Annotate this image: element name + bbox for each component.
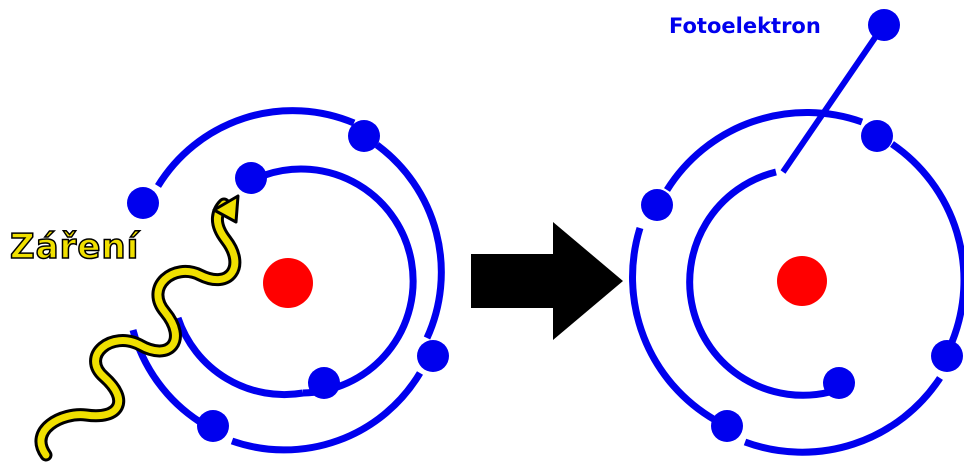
nucleus — [263, 258, 313, 308]
electron — [127, 187, 159, 219]
electron — [308, 367, 340, 399]
inner-orbit-arc-small — [178, 318, 303, 395]
photoelectron-track — [783, 26, 883, 172]
electron — [861, 120, 893, 152]
radiation-label: Záření — [10, 227, 141, 267]
outer-orbit-arc-right — [892, 144, 964, 342]
electron — [417, 340, 449, 372]
electron — [197, 410, 229, 442]
electron — [711, 410, 743, 442]
electron-target — [235, 162, 267, 194]
atom-after — [633, 9, 964, 452]
outer-orbit-arc-left — [633, 228, 715, 420]
atom-before — [127, 111, 449, 450]
nucleus — [777, 256, 827, 306]
electron — [641, 189, 673, 221]
right-arrow-icon — [471, 222, 623, 340]
photoelectron-label: Fotoelektron — [669, 14, 821, 38]
electrons — [641, 9, 963, 442]
photoelectron — [868, 9, 900, 41]
electron — [823, 367, 855, 399]
electron — [348, 120, 380, 152]
electron — [931, 340, 963, 372]
